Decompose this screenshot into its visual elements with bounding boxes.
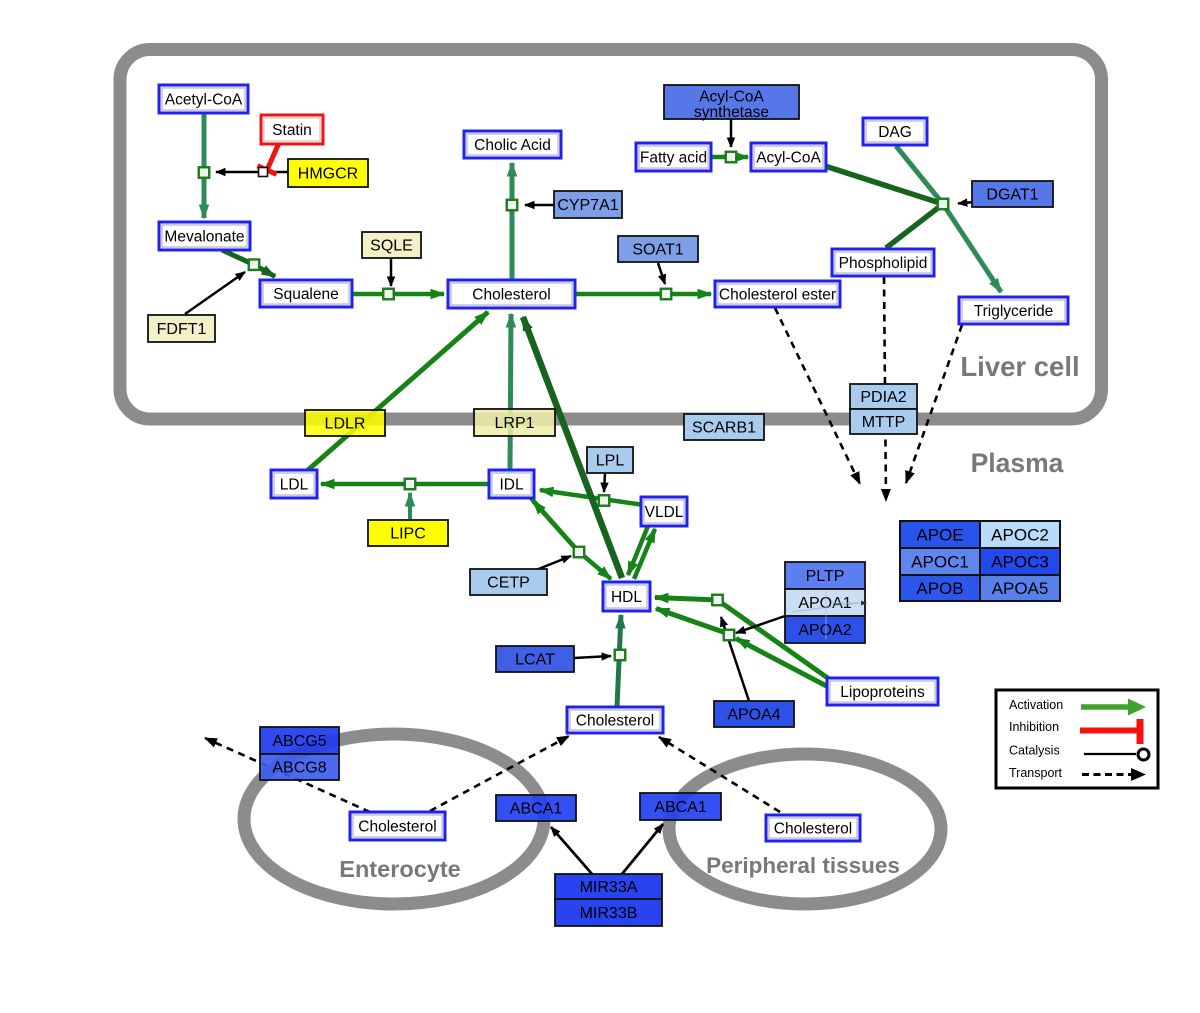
svg-text:Acyl-CoA: Acyl-CoA — [756, 150, 821, 167]
svg-text:Lipoproteins: Lipoproteins — [840, 684, 925, 701]
svg-text:Peripheral tissues: Peripheral tissues — [706, 853, 900, 878]
svg-text:Cholesterol: Cholesterol — [774, 821, 852, 838]
svg-text:APOA5: APOA5 — [992, 579, 1049, 598]
svg-text:APOA1: APOA1 — [798, 595, 851, 612]
svg-text:Squalene: Squalene — [273, 286, 339, 303]
svg-text:Inhibition: Inhibition — [1009, 720, 1059, 734]
svg-text:LDLR: LDLR — [325, 416, 366, 433]
svg-text:LPL: LPL — [596, 453, 625, 470]
svg-text:APOC3: APOC3 — [991, 553, 1049, 572]
svg-text:Cholesterol ester: Cholesterol ester — [719, 287, 836, 304]
svg-text:Fatty acid: Fatty acid — [640, 150, 707, 167]
svg-text:VLDL: VLDL — [645, 504, 684, 521]
svg-text:MIR33A: MIR33A — [580, 879, 638, 896]
svg-text:APOC2: APOC2 — [991, 526, 1049, 545]
svg-text:Cholic Acid: Cholic Acid — [474, 137, 551, 154]
svg-text:Plasma: Plasma — [971, 448, 1064, 478]
svg-text:LIPC: LIPC — [390, 526, 426, 543]
svg-text:APOC1: APOC1 — [911, 553, 969, 572]
svg-text:SQLE: SQLE — [370, 238, 413, 255]
svg-text:Statin: Statin — [272, 122, 312, 139]
svg-text:Mevalonate: Mevalonate — [164, 229, 244, 246]
svg-text:Phospholipid: Phospholipid — [839, 255, 928, 272]
svg-text:HDL: HDL — [611, 589, 642, 606]
svg-text:Enterocyte: Enterocyte — [339, 856, 460, 882]
svg-text:Cholesterol: Cholesterol — [358, 819, 436, 836]
svg-text:APOE: APOE — [916, 526, 963, 545]
svg-text:Catalysis: Catalysis — [1009, 744, 1060, 758]
svg-text:SOAT1: SOAT1 — [632, 242, 683, 259]
svg-text:LCAT: LCAT — [515, 652, 555, 669]
svg-text:Cholesterol: Cholesterol — [576, 713, 654, 730]
svg-text:LDL: LDL — [280, 477, 309, 494]
svg-text:Activation: Activation — [1009, 698, 1063, 712]
svg-text:Acetyl-CoA: Acetyl-CoA — [165, 92, 243, 109]
svg-text:Triglyceride: Triglyceride — [974, 303, 1054, 320]
svg-text:HMGCR: HMGCR — [298, 166, 358, 183]
svg-text:Acyl-CoA: Acyl-CoA — [699, 89, 764, 106]
svg-text:CETP: CETP — [487, 575, 530, 592]
svg-text:synthetase: synthetase — [694, 104, 769, 121]
svg-text:ABCG5: ABCG5 — [272, 733, 326, 750]
svg-text:ABCG8: ABCG8 — [272, 760, 326, 777]
svg-text:APOB: APOB — [916, 579, 963, 598]
svg-text:MTTP: MTTP — [862, 414, 906, 431]
svg-text:PDIA2: PDIA2 — [860, 389, 906, 406]
svg-text:SCARB1: SCARB1 — [692, 420, 756, 437]
svg-text:DGAT1: DGAT1 — [986, 187, 1038, 204]
svg-text:Cholesterol: Cholesterol — [472, 287, 550, 304]
svg-text:APOA4: APOA4 — [727, 707, 780, 724]
svg-text:ABCA1: ABCA1 — [510, 801, 563, 818]
svg-text:APOA2: APOA2 — [798, 622, 851, 639]
svg-text:FDFT1: FDFT1 — [157, 321, 207, 338]
svg-text:CYP7A1: CYP7A1 — [557, 197, 618, 214]
svg-text:ABCA1: ABCA1 — [654, 799, 707, 816]
svg-text:DAG: DAG — [878, 124, 912, 141]
svg-text:MIR33B: MIR33B — [580, 905, 638, 922]
svg-text:Liver cell: Liver cell — [960, 351, 1079, 382]
svg-text:Transport: Transport — [1009, 766, 1063, 780]
svg-text:PLTP: PLTP — [806, 568, 845, 585]
svg-text:LRP1: LRP1 — [494, 415, 534, 432]
svg-text:IDL: IDL — [499, 477, 524, 494]
